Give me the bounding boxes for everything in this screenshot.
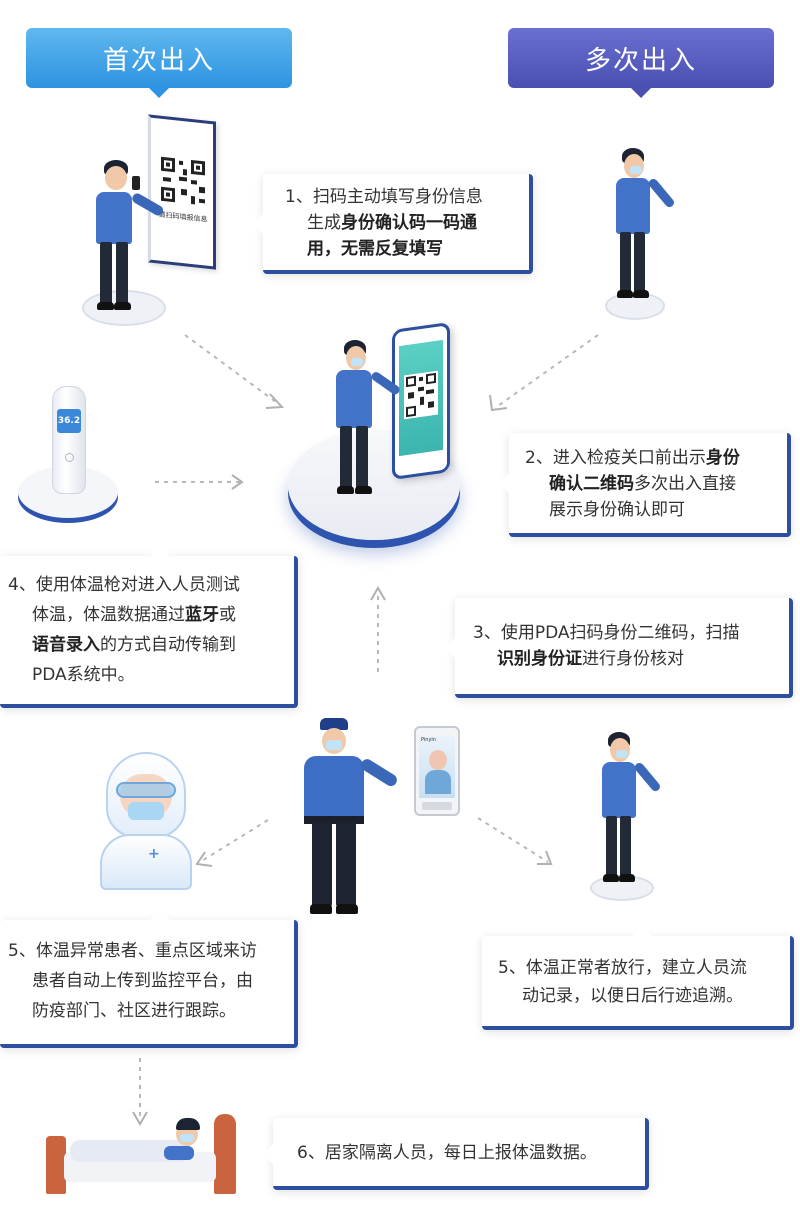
arrow-scan-to-center [184,334,281,406]
qr-code-icon [159,154,207,208]
bed-illustration [46,1096,236,1196]
step-2-card: 2、进入检疫关口前出示身份 确认二维码多次出入直接 展示身份确认即可 [499,433,791,537]
person-scanning [92,160,165,325]
step-5a-line-2: 患者自动上传到监控平台，由 [32,971,253,991]
guard-cap-icon [320,718,348,730]
person-multi-entry [612,148,682,313]
step-4-card: 4、使用体温枪对进入人员测试 体温，体温数据通过蓝牙或 语音录入的方式自动传输到… [0,546,298,708]
arrow-guard-to-patient [199,819,269,863]
step-1-highlight: 身份确认码一码通 [341,213,477,233]
step-6-line-1: 6、居家隔离人员，每日上报体温数据。 [297,1143,597,1163]
arrowhead-2 [489,394,508,412]
step-5-abnormal-card: 5、体温异常患者、重点区域来访 患者自动上传到监控平台，由 防疫部门、社区进行跟… [0,910,298,1048]
qr-poster: 请扫码填报信息 [148,114,216,270]
step-6-card: 6、居家隔离人员，每日上报体温数据。 [263,1118,649,1190]
step-3-card: 3、使用PDA扫码身份二维码，扫描 识别身份证进行身份核对 [445,598,793,698]
arrowhead-5 [195,851,213,867]
person-showing-code [334,340,404,510]
step-1-line-1: 1、扫码主动填写身份信息 [285,187,483,207]
person-released [598,732,668,897]
arrowhead-6 [537,850,553,865]
step-2-highlight-1: 身份 [705,448,740,468]
step-4-line-4: PDA系统中。 [32,665,135,685]
goggles-icon [116,782,176,798]
step-1-text: 生成 [307,213,341,233]
phone-qr-display [392,321,450,481]
thermometer-gun: 36.2 [52,386,86,494]
step-4-line-1: 4、使用体温枪对进入人员测试 [8,575,240,595]
medical-cross-icon: + [148,846,160,862]
step-5b-line-2: 动记录，以便日后行迹追溯。 [522,986,743,1006]
tab-first-entry[interactable]: 首次出入 [26,28,292,98]
arrow-multi-to-center [494,334,599,409]
tab-multiple-entry[interactable]: 多次出入 [508,28,774,98]
step-2-line-1: 2、进入检疫关口前出示 [525,448,706,468]
pda-device: Pinyin [414,726,460,816]
step-3-line-1: 3、使用PDA扫码身份二维码，扫描 [473,623,740,643]
step-5a-line-1: 5、体温异常患者、重点区域来访 [8,941,257,961]
security-guard [300,718,400,918]
step-2-text: 多次出入直接 [634,474,736,494]
arrowhead-7 [132,1111,148,1126]
step-4-text-1: 体温，体温数据通过 [32,605,185,625]
arrowhead-4 [370,586,386,601]
arrowhead-1 [265,393,285,409]
step-1-card: 1、扫码主动填写身份信息 生成身份确认码一码通 用，无需反复填写 [253,174,533,274]
step-5b-line-1: 5、体温正常者放行，建立人员流 [498,958,747,978]
step-3-text: 进行身份核对 [582,649,684,669]
medical-worker: + [96,752,196,892]
step-4-highlight-bluetooth: 蓝牙 [185,605,219,625]
step-2-highlight-2: 确认二维码 [549,474,634,494]
thermometer-reading: 36.2 [57,416,81,426]
step-4-text-3: 的方式自动传输到 [100,635,236,655]
step-3-highlight: 识别身份证 [497,649,582,669]
phone-icon [132,176,140,190]
step-5a-line-3: 防疫部门、社区进行跟踪。 [32,1001,236,1021]
arrow-guard-to-normal [477,817,549,863]
pda-screen-label: Pinyin [421,737,436,743]
step-2-line-3: 展示身份确认即可 [549,500,685,520]
thermometer-display: 36.2 [57,409,81,433]
step-5-normal-card: 5、体温正常者放行，建立人员流 动记录，以便日后行迹追溯。 [482,926,794,1030]
power-button-icon [65,453,74,462]
qr-code-icon [404,370,438,420]
step-4-text-2: 或 [219,605,236,625]
arrowhead-3 [231,474,244,490]
step-1-highlight-2: 用，无需反复填写 [307,239,443,259]
step-4-highlight-voice: 语音录入 [32,635,100,655]
